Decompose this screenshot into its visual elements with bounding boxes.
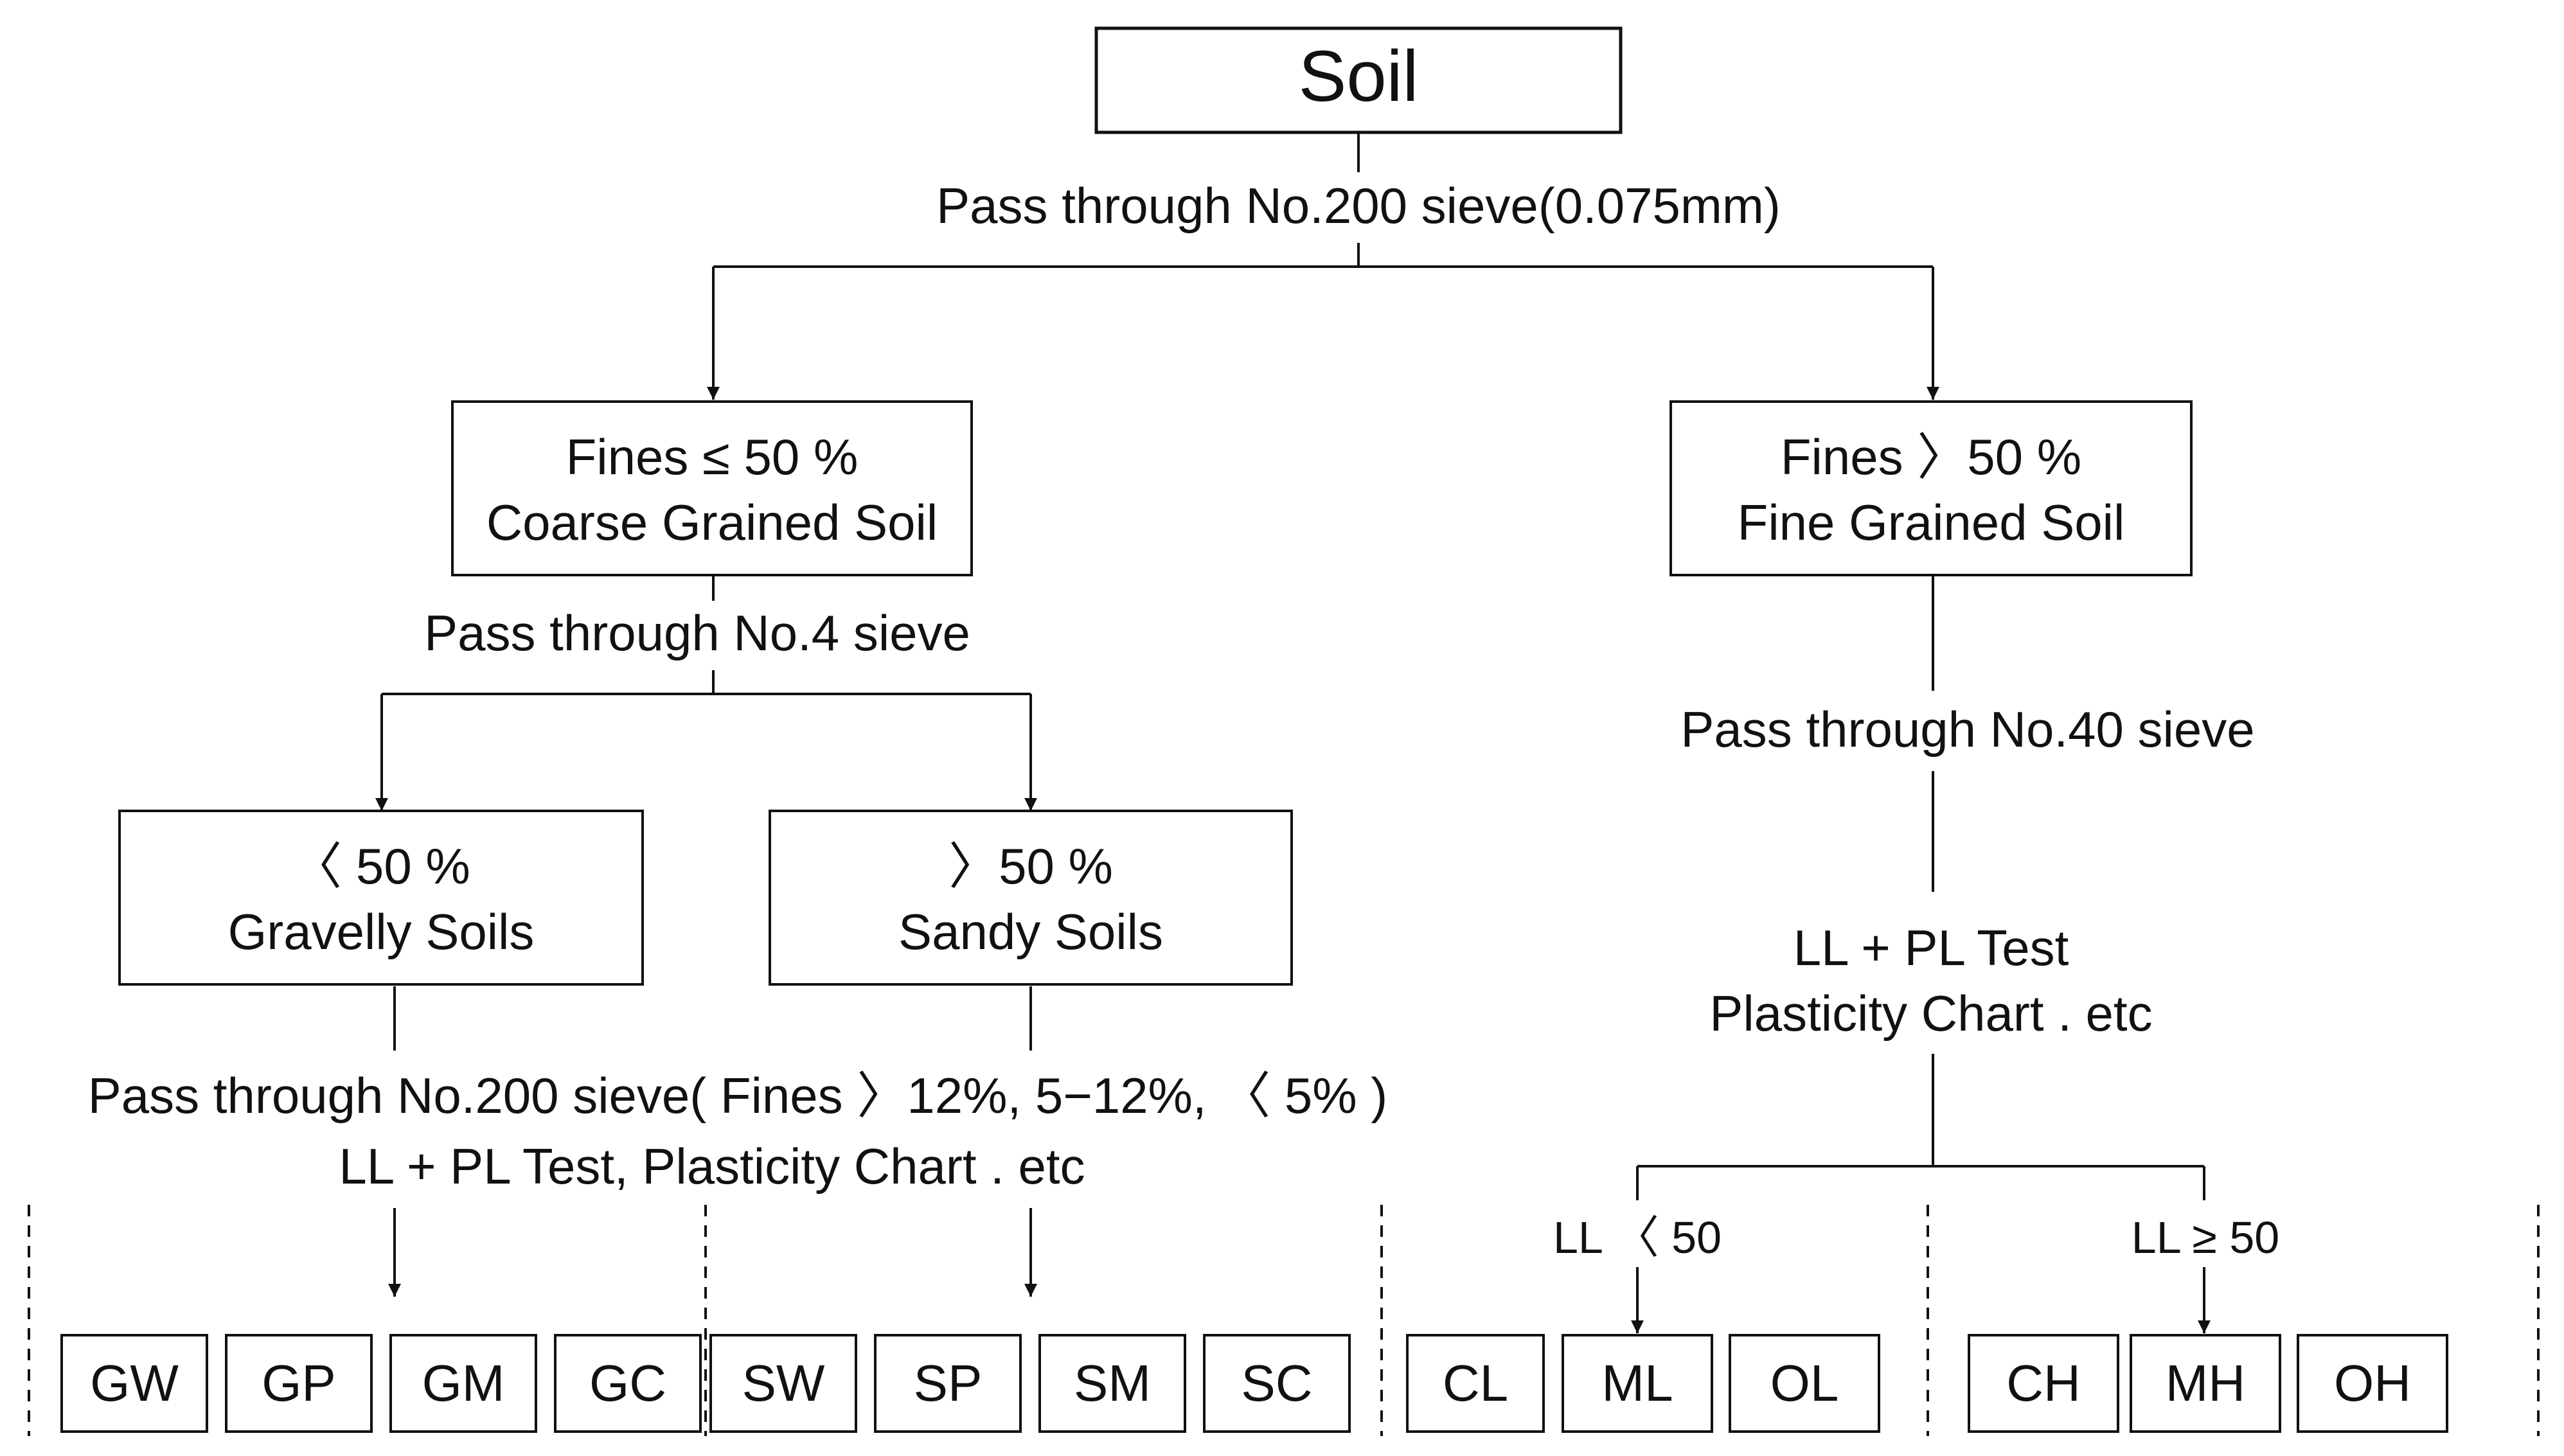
- class-box-gp: GP: [225, 1334, 373, 1433]
- sandy-soils-label: Sandy Soils: [898, 903, 1163, 960]
- class-box-sm: SM: [1038, 1334, 1186, 1433]
- gravel-percent-label: 〈 50 %: [292, 838, 470, 894]
- root-label: Soil: [1299, 36, 1419, 116]
- svg-text:SW: SW: [742, 1354, 825, 1412]
- fine-low-classes: CL ML OL: [1406, 1334, 1880, 1433]
- class-box-gc: GC: [554, 1334, 702, 1433]
- coarse-test-line-2: LL + PL Test, Plasticity Chart . etc: [339, 1138, 1085, 1194]
- coarse-grained-node: Fines ≤ 50 % Coarse Grained Soil: [451, 400, 973, 576]
- coarse-test-line-1: Pass through No.200 sieve( Fines 〉12%, 5…: [88, 1067, 1388, 1124]
- svg-text:CL: CL: [1443, 1354, 1508, 1412]
- class-box-gm: GM: [389, 1334, 537, 1433]
- svg-text:CH: CH: [2006, 1354, 2081, 1412]
- class-box-gw: GW: [60, 1334, 208, 1433]
- svg-text:SM: SM: [1074, 1354, 1151, 1412]
- coarse-grained-label: Coarse Grained Soil: [486, 494, 938, 551]
- gravelly-soils-node: 〈 50 % Gravelly Soils: [118, 810, 644, 986]
- sandy-soils-node: 〉50 % Sandy Soils: [769, 810, 1293, 986]
- sieve-4-label: Pass through No.4 sieve: [424, 605, 970, 661]
- svg-text:OL: OL: [1770, 1354, 1839, 1412]
- sand-percent-label: 〉50 %: [948, 838, 1113, 894]
- coarse-fines-label: Fines ≤ 50 %: [566, 429, 859, 485]
- svg-text:GC: GC: [589, 1354, 666, 1412]
- class-box-ml: ML: [1562, 1334, 1713, 1433]
- class-box-oh: OH: [2297, 1334, 2448, 1433]
- root-node: Soil: [1094, 26, 1623, 134]
- class-box-ol: OL: [1729, 1334, 1880, 1433]
- class-box-sc: SC: [1203, 1334, 1351, 1433]
- fine-grained-node: Fines 〉50 % Fine Grained Soil: [1669, 400, 2193, 576]
- sand-classes: SW SP SM SC: [709, 1334, 1351, 1433]
- ll-high-label: LL ≥ 50: [2132, 1212, 2279, 1263]
- class-box-cl: CL: [1406, 1334, 1545, 1433]
- fine-high-classes: CH MH OH: [1968, 1334, 2448, 1433]
- class-box-sw: SW: [709, 1334, 857, 1433]
- fine-grained-label: Fine Grained Soil: [1738, 494, 2125, 551]
- svg-text:MH: MH: [2166, 1354, 2245, 1412]
- svg-text:GW: GW: [90, 1354, 179, 1412]
- svg-text:OH: OH: [2334, 1354, 2411, 1412]
- svg-text:GM: GM: [422, 1354, 505, 1412]
- connectors: [375, 134, 2211, 1333]
- sieve-200-label: Pass through No.200 sieve(0.075mm): [936, 177, 1781, 234]
- ll-low-label: LL 〈 50: [1553, 1212, 1722, 1263]
- class-box-ch: CH: [1968, 1334, 2119, 1433]
- sieve-40-label: Pass through No.40 sieve: [1680, 701, 2254, 758]
- svg-text:GP: GP: [262, 1354, 336, 1412]
- svg-text:SC: SC: [1241, 1354, 1312, 1412]
- fine-test-line-2: Plasticity Chart . etc: [1709, 985, 2152, 1042]
- svg-text:SP: SP: [914, 1354, 983, 1412]
- fine-fines-label: Fines 〉50 %: [1781, 429, 2081, 485]
- group-separators: [28, 1205, 2540, 1436]
- svg-text:ML: ML: [1601, 1354, 1673, 1412]
- gravelly-soils-label: Gravelly Soils: [228, 903, 535, 960]
- class-box-sp: SP: [874, 1334, 1022, 1433]
- class-box-mh: MH: [2130, 1334, 2281, 1433]
- gravel-classes: GW GP GM GC: [60, 1334, 702, 1433]
- fine-test-line-1: LL + PL Test: [1794, 919, 2069, 976]
